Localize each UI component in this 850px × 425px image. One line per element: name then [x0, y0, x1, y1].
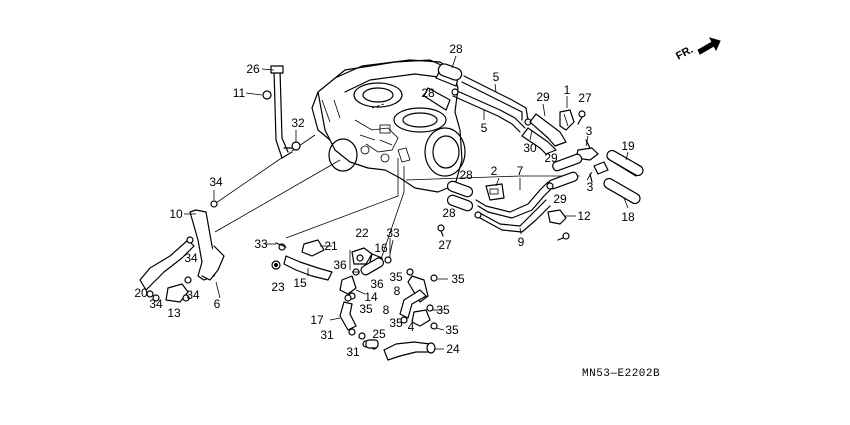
callout-7: 7 [516, 164, 524, 178]
callout-8: 8 [382, 303, 390, 317]
arrow-right-icon [697, 37, 721, 55]
callout-10: 10 [169, 207, 183, 221]
callout-35: 35 [436, 303, 450, 317]
callout-34: 34 [186, 288, 200, 302]
diagram-reference-code: MN53—E2202B [582, 368, 661, 380]
callout-34: 34 [184, 251, 198, 265]
callout-31: 31 [320, 328, 334, 342]
callout-1: 1 [563, 83, 571, 97]
callout-29: 29 [544, 151, 558, 165]
callout-35: 35 [359, 302, 373, 316]
callout-20: 20 [134, 286, 148, 300]
callout-19: 19 [621, 139, 635, 153]
callout-12: 12 [577, 209, 591, 223]
callout-34: 34 [149, 297, 163, 311]
callout-3: 3 [586, 180, 594, 194]
callout-9: 9 [517, 235, 525, 249]
callout-36: 36 [333, 258, 347, 272]
callout-27: 27 [578, 91, 592, 105]
callout-28: 28 [442, 206, 456, 220]
callout-33: 33 [386, 226, 400, 240]
callout-32: 32 [291, 116, 305, 130]
right-lower-hoses [399, 268, 438, 330]
callout-35: 35 [445, 323, 459, 337]
callout-26: 26 [246, 62, 260, 76]
callout-28: 28 [421, 86, 435, 100]
callout-13: 13 [167, 306, 181, 320]
callout-17: 17 [310, 313, 324, 327]
callout-34: 34 [209, 175, 223, 189]
throttle-body-assembly [311, 59, 466, 193]
callout-27: 27 [438, 238, 452, 252]
callout-35: 35 [389, 270, 403, 284]
left-hose-group [139, 200, 225, 303]
callout-21: 21 [324, 239, 338, 253]
callout-33: 33 [254, 237, 268, 251]
callout-30: 30 [523, 141, 537, 155]
callout-6: 6 [213, 297, 221, 311]
callout-28: 28 [459, 168, 473, 182]
callout-14: 14 [364, 290, 378, 304]
callout-29: 29 [553, 192, 567, 206]
right-hoses [548, 149, 644, 205]
callout-35: 35 [451, 272, 465, 286]
callout-leaders [184, 55, 629, 350]
callout-11: 11 [232, 86, 246, 100]
callout-2: 2 [490, 164, 498, 178]
callout-31: 31 [346, 345, 360, 359]
callout-24: 24 [446, 342, 460, 356]
callout-36: 36 [370, 277, 384, 291]
upper-hoses [423, 63, 586, 155]
callout-15: 15 [293, 276, 307, 290]
callout-28: 28 [449, 42, 463, 56]
callout-3: 3 [585, 124, 593, 138]
callout-23: 23 [271, 280, 285, 294]
bottom-hoses [358, 332, 436, 361]
callout-35: 35 [389, 316, 403, 330]
callout-18: 18 [621, 210, 635, 224]
callout-8: 8 [393, 284, 401, 298]
callout-22: 22 [355, 226, 369, 240]
tube-7-9 [437, 180, 570, 241]
callout-29: 29 [536, 90, 550, 104]
leader-lines [212, 134, 580, 270]
callout-5: 5 [480, 121, 488, 135]
callout-25: 25 [372, 327, 386, 341]
callout-4: 4 [407, 320, 415, 334]
callout-5: 5 [492, 70, 500, 84]
callout-16: 16 [374, 241, 388, 255]
breather-hose-26 [262, 65, 301, 159]
